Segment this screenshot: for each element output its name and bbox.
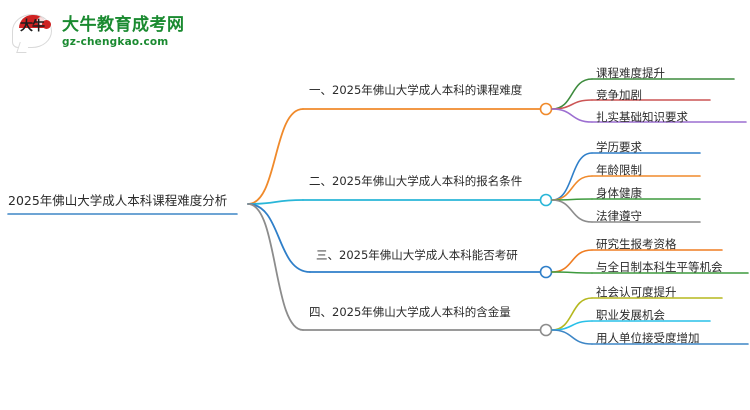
branch-label-2: 二、2025年佛山大学成人本科的报名条件: [309, 174, 523, 188]
site-header: 大牛 大牛教育成考网 gz-chengkao.com: [0, 0, 190, 65]
brand-logo-icon: 大牛: [12, 12, 54, 54]
branch-connector-3: [247, 203, 311, 273]
logo-glyph: 大牛: [19, 18, 45, 34]
leaf-label-4-3: 用人单位接受度增加: [596, 331, 700, 345]
leaf-label-1-1: 课程难度提升: [596, 66, 665, 80]
leaf-connector-1-3: [551, 108, 593, 123]
root-node-label: 2025年佛山大学成人本科课程难度分析: [8, 193, 228, 208]
logo-red-cap: [19, 14, 47, 28]
logo-red-dot: [42, 19, 51, 29]
branch-connector-4: [247, 203, 304, 331]
leaf-connector-4-3: [551, 329, 593, 345]
leaf-label-4-1: 社会认可度提升: [596, 285, 677, 299]
leaf-label-3-2: 与全日制本科生平等机会: [596, 260, 723, 274]
leaf-connector-2-4: [551, 199, 593, 223]
leaf-label-2-1: 学历要求: [596, 140, 642, 154]
brand-name: 大牛教育成考网: [62, 15, 185, 36]
brand-url: gz-chengkao.com: [62, 36, 169, 49]
branch-connector-2: [247, 199, 304, 205]
leaf-connector-2-2: [551, 175, 593, 201]
branch-node-2: [539, 193, 553, 207]
leaf-label-2-4: 法律遵守: [596, 209, 642, 223]
branch-node-1: [539, 102, 553, 116]
leaf-label-1-3: 扎实基础知识要求: [596, 110, 688, 124]
leaf-label-2-2: 年龄限制: [596, 163, 642, 177]
branch-connector-1: [247, 108, 304, 205]
brand-text: 大牛教育成考网 gz-chengkao.com: [62, 17, 185, 48]
leaf-connector-3-1: [551, 249, 593, 273]
branch-node-4: [539, 323, 553, 337]
leaf-connector-3-2: [551, 271, 593, 274]
leaf-label-1-2: 竞争加剧: [596, 88, 642, 102]
leaf-label-3-1: 研究生报考资格: [596, 237, 677, 251]
leaf-label-4-2: 职业发展机会: [596, 308, 665, 322]
branch-label-3: 三、2025年佛山大学成人本科能否考研: [316, 248, 518, 262]
leaf-label-2-3: 身体健康: [596, 186, 642, 200]
branch-label-1: 一、2025年佛山大学成人本科的课程难度: [309, 83, 523, 97]
branch-label-4: 四、2025年佛山大学成人本科的含金量: [309, 305, 511, 319]
branch-node-3: [539, 265, 553, 279]
